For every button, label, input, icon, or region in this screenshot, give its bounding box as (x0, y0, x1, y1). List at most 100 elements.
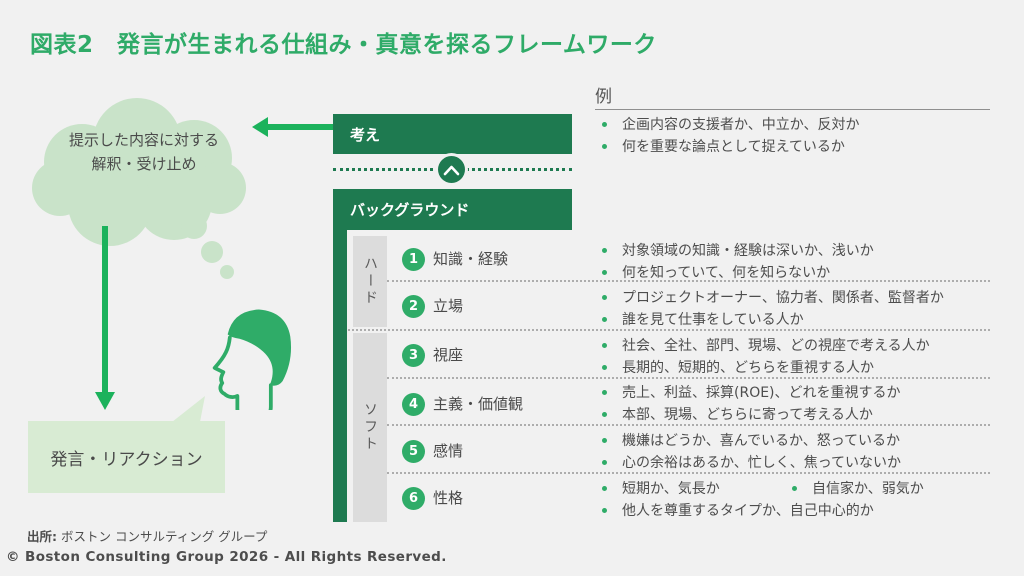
item-number-badge: 5 (402, 440, 425, 463)
bullet-icon (602, 295, 607, 300)
example-pair: 短期か、気長か (600, 478, 720, 498)
down-arrow-icon (95, 226, 115, 410)
example-text: 誰を見て仕事をしている人か (622, 312, 804, 328)
bullet-icon (602, 486, 607, 491)
thought-cloud-line2: 解釈・受け止め (91, 155, 197, 173)
background-vertical-bar (333, 230, 347, 522)
example-text: 本部、現場、どちらに寄って考える人か (622, 407, 873, 423)
speech-box-label: 発言・リアクション (50, 449, 203, 470)
chevron-up-icon (438, 156, 465, 183)
bullet-icon (602, 248, 607, 253)
soft-group-label: ソフト (362, 402, 378, 453)
example-text: 自信家か、弱気か (812, 481, 924, 497)
figure-title: 図表2 発言が生まれる仕組み・真意を探るフレームワーク (30, 32, 657, 58)
example-line: 本部、現場、どちらに寄って考える人か (600, 404, 992, 426)
item-number-badge: 2 (402, 295, 425, 318)
examples-thought: 企画内容の支援者か、中立か、反対か 何を重要な論点として捉えているか (600, 114, 992, 158)
bullet-icon (602, 365, 607, 370)
person-head-icon (212, 309, 292, 410)
bullet-icon (602, 317, 607, 322)
thought-cloud-text: 提示した内容に対する 解釈・受け止め (35, 128, 253, 176)
example-text: 売上、利益、採算(ROE)、どれを重視するか (622, 385, 901, 401)
example-line: 社会、全社、部門、現場、どの視座で考える人か (600, 335, 992, 357)
hard-group-label: ハード (362, 256, 378, 307)
example-text: 心の余裕はあるか、忙しく、焦っていないか (622, 455, 902, 471)
bullet-icon (602, 438, 607, 443)
thought-cloud-line1: 提示した内容に対する (68, 131, 219, 149)
examples-values: 売上、利益、採算(ROE)、どれを重視するか 本部、現場、どちらに寄って考える人… (600, 382, 992, 426)
item-label-personality: 性格 (433, 489, 464, 507)
item-number: 2 (408, 299, 419, 314)
example-line: 長期的、短期的、どちらを重視する人か (600, 357, 992, 379)
example-line: 心の余裕はあるか、忙しく、焦っていないか (600, 452, 992, 474)
examples-header: 例 (595, 87, 612, 107)
row-separator (387, 424, 990, 426)
bullet-icon (602, 122, 607, 127)
copyright: © Boston Consulting Group 2026 - All Rig… (6, 549, 447, 565)
bullet-icon (602, 144, 607, 149)
example-text: 短期か、気長か (622, 481, 720, 497)
item-number-badge: 4 (402, 393, 425, 416)
thought-box: 考え (333, 114, 572, 154)
examples-emotion: 機嫌はどうか、喜んでいるか、怒っているか 心の余裕はあるか、忙しく、焦っていない… (600, 430, 992, 474)
example-text: 長期的、短期的、どちらを重視する人か (622, 360, 874, 376)
bullet-icon (602, 460, 607, 465)
item-number: 3 (408, 348, 419, 363)
bullet-icon (602, 343, 607, 348)
hard-group-bar: ハード (353, 236, 387, 327)
example-line: プロジェクトオーナー、協力者、関係者、監督者か (600, 287, 992, 309)
row-separator (387, 280, 990, 282)
row-separator (348, 329, 990, 331)
source-note: 出所: ボストン コンサルティング グループ (27, 526, 267, 545)
thought-box-label: 考え (350, 125, 381, 144)
bullet-icon (602, 270, 607, 275)
example-line: 短期か、気長か 自信家か、弱気か (600, 478, 992, 500)
example-text: 対象領域の知識・経験は深いか、浅いか (622, 243, 874, 259)
background-box: バックグラウンド (333, 189, 572, 230)
item-number: 5 (408, 444, 419, 459)
left-arrow-icon (252, 117, 336, 137)
item-label-viewpoint: 視座 (433, 346, 464, 364)
example-text: 機嫌はどうか、喜んでいるか、怒っているか (622, 433, 901, 449)
soft-group-bar: ソフト (353, 333, 387, 522)
examples-header-rule (595, 109, 990, 110)
item-number: 1 (408, 252, 419, 267)
example-line: 何を重要な論点として捉えているか (600, 136, 992, 158)
example-line: 機嫌はどうか、喜んでいるか、怒っているか (600, 430, 992, 452)
item-label-emotion: 感情 (433, 442, 464, 460)
source-label: 出所: (27, 529, 57, 544)
item-number: 4 (408, 397, 419, 412)
example-pair: 自信家か、弱気か (790, 478, 924, 498)
example-text: プロジェクトオーナー、協力者、関係者、監督者か (622, 290, 944, 306)
item-label-knowledge: 知識・経験 (433, 250, 509, 268)
source-text: ボストン コンサルティング グループ (60, 529, 268, 544)
example-text: 何を知っていて、何を知らないか (622, 265, 831, 281)
example-line: 企画内容の支援者か、中立か、反対か (600, 114, 992, 136)
example-line: 他人を尊重するタイプか、自己中心的か (600, 500, 992, 522)
example-line: 何を知っていて、何を知らないか (600, 262, 992, 284)
item-label-position: 立場 (433, 297, 464, 315)
example-line: 売上、利益、採算(ROE)、どれを重視するか (600, 382, 992, 404)
speech-box: 発言・リアクション (28, 421, 225, 493)
example-text: 企画内容の支援者か、中立か、反対か (622, 117, 860, 133)
background-box-label: バックグラウンド (350, 201, 470, 219)
bullet-icon (792, 486, 797, 491)
row-separator (387, 377, 990, 379)
item-number: 6 (408, 491, 419, 506)
item-number-badge: 1 (402, 248, 425, 271)
example-text: 社会、全社、部門、現場、どの視座で考える人か (622, 338, 930, 354)
examples-position: プロジェクトオーナー、協力者、関係者、監督者か 誰を見て仕事をしている人か (600, 287, 992, 331)
item-number-badge: 6 (402, 487, 425, 510)
item-number-badge: 3 (402, 344, 425, 367)
example-text: 何を重要な論点として捉えているか (622, 139, 845, 155)
examples-viewpoint: 社会、全社、部門、現場、どの視座で考える人か 長期的、短期的、どちらを重視する人… (600, 335, 992, 379)
examples-knowledge: 対象領域の知識・経験は深いか、浅いか 何を知っていて、何を知らないか (600, 240, 992, 284)
bullet-icon (602, 412, 607, 417)
example-line: 誰を見て仕事をしている人か (600, 309, 992, 331)
speech-tail (172, 396, 205, 422)
bullet-icon (602, 390, 607, 395)
example-line: 対象領域の知識・経験は深いか、浅いか (600, 240, 992, 262)
examples-personality: 短期か、気長か 自信家か、弱気か 他人を尊重するタイプか、自己中心的か (600, 478, 992, 522)
row-separator (387, 472, 990, 474)
item-label-values: 主義・価値観 (433, 395, 524, 413)
